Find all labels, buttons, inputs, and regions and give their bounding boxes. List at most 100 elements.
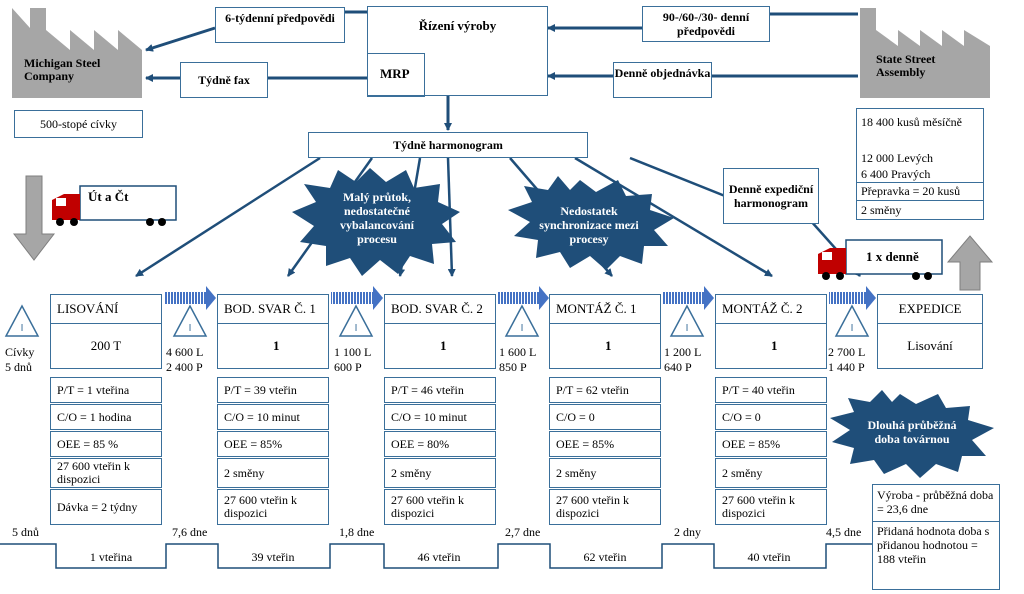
kaizen-burst-3 <box>830 390 994 478</box>
process-data-cell: 27 600 vteřin k dispozici <box>50 458 162 488</box>
process-data-cell: OEE = 85 % <box>50 431 162 457</box>
customer-data-line: 18 400 kusů měsíčně <box>861 115 962 129</box>
inventory-quantity: 1 440 P <box>828 360 865 374</box>
daily-ship-box: Denně expediční harmonogram <box>723 168 819 224</box>
customer-data-box: 18 400 kusů měsíčně 12 000 Levých 6 400 … <box>856 108 984 220</box>
supplier-name: Michigan Steel Company <box>24 56 101 83</box>
process-data-cell: P/T = 39 vteřin <box>217 377 329 403</box>
process-title: BOD. SVAR Č. 2 <box>384 294 496 324</box>
process-data-cell: P/T = 40 vteřin <box>715 377 827 403</box>
process-data-cell: 2 směny <box>217 458 329 488</box>
svg-text:I: I <box>189 323 192 334</box>
production-control-title: Řízení výroby <box>418 18 497 33</box>
inbound-arrow-icon <box>12 175 56 261</box>
process-data-cell: 27 600 vteřin k dispozici <box>217 489 329 525</box>
process-data-cell: C/O = 0 <box>549 404 661 430</box>
forecast-customer-box: 90-/60-/30- denní předpovědi <box>642 6 770 42</box>
inventory-triangle-icon: I <box>172 304 208 337</box>
fax-supplier-box: Týdně fax <box>180 62 268 98</box>
push-arrow-icon <box>497 286 549 310</box>
inventory-triangle-icon: I <box>834 304 870 337</box>
inventory-quantity: 2 700 L <box>828 345 866 359</box>
mrp-label: MRP <box>380 66 410 81</box>
svg-text:I: I <box>521 323 524 334</box>
process-data-cell: OEE = 85% <box>217 431 329 457</box>
inventory-quantity: 2 400 P <box>166 360 203 374</box>
inventory-quantity: 640 P <box>664 360 692 374</box>
svg-text:I: I <box>851 323 854 334</box>
inbound-truck-icon <box>52 185 177 226</box>
timeline-days: 2 dny <box>674 525 701 539</box>
inventory-triangle-icon: I <box>669 304 705 337</box>
inventory-quantity: 1 100 L <box>334 345 372 359</box>
process-data-cell: P/T = 46 vteřin <box>384 377 496 403</box>
svg-text:I: I <box>21 323 24 334</box>
shipping-title: EXPEDICE <box>877 294 983 324</box>
timeline-ladder <box>0 543 872 569</box>
process-data-cell: 27 600 vteřin k dispozici <box>384 489 496 525</box>
process-data-cell: Dávka = 2 týdny <box>50 489 162 525</box>
weekly-schedule-box: Týdně harmonogram <box>308 132 588 158</box>
process-data-cell: P/T = 1 vteřina <box>50 377 162 403</box>
kaizen-burst-2 <box>508 176 674 270</box>
process-data-cell: OEE = 85% <box>549 431 661 457</box>
process-data-cell: OEE = 80% <box>384 431 496 457</box>
supplier-note: 500-stopé cívky <box>14 110 143 138</box>
process-title: MONTÁŽ Č. 1 <box>549 294 661 324</box>
customer-data-line: 2 směny <box>861 203 902 217</box>
process-data-cell: C/O = 10 minut <box>217 404 329 430</box>
process-title: MONTÁŽ Č. 2 <box>715 294 827 324</box>
process-data-cell: OEE = 85% <box>715 431 827 457</box>
process-data-cell: 27 600 vteřin k dispozici <box>549 489 661 525</box>
process-data-cell: 2 směny <box>384 458 496 488</box>
inventory-quantity: 4 600 L <box>166 345 204 359</box>
process-data-cell: C/O = 0 <box>715 404 827 430</box>
push-arrow-icon <box>829 286 876 310</box>
process-value: 1 <box>549 323 661 369</box>
timeline-process-time: 62 vteřin <box>583 550 627 564</box>
timeline-days: 4,5 dne <box>826 525 862 539</box>
process-value: 1 <box>384 323 496 369</box>
production-control-box: Řízení výroby MRP <box>367 6 548 97</box>
customer-factory-icon <box>860 8 990 98</box>
inventory-triangle-icon: I <box>338 304 374 337</box>
timeline-process-time: 40 vteřin <box>747 550 791 564</box>
burst-text-3: Dlouhá průběžná doba továrnou <box>867 418 957 446</box>
burst-text-1: Malý průtok, nedostatečné vybalancování … <box>339 190 414 246</box>
customer-data-line: Přepravka = 20 kusů <box>861 184 961 198</box>
shipping-value: Lisování <box>877 323 983 369</box>
daily-order-box: Denně objednávka <box>613 62 712 98</box>
inventory-quantity: 1 600 L <box>499 345 537 359</box>
outbound-truck-label: 1 x denně <box>866 249 919 264</box>
process-value: 200 T <box>50 323 162 369</box>
process-value: 1 <box>217 323 329 369</box>
process-title: LISOVÁNÍ <box>50 294 162 324</box>
push-arrow-icon <box>164 286 216 310</box>
outbound-truck-icon <box>818 239 943 280</box>
timeline-process-time: 46 vteřin <box>417 550 461 564</box>
summary-production-lead: Výroba - průběžná doba = 23,6 dne <box>877 488 994 516</box>
process-value: 1 <box>715 323 827 369</box>
outbound-arrow-icon <box>946 235 994 291</box>
timeline-days: 1,8 dne <box>339 525 375 539</box>
customer-data-line: 12 000 Levých <box>861 151 933 165</box>
push-arrow-icon <box>663 286 714 310</box>
process-data-cell: C/O = 1 hodina <box>50 404 162 430</box>
process-data-cell: 27 600 vteřin k dispozici <box>715 489 827 525</box>
customer-data-line: 6 400 Pravých <box>861 167 931 181</box>
process-data-cell: 2 směny <box>715 458 827 488</box>
timeline-days: 7,6 dne <box>172 525 208 539</box>
timeline-days: 5 dnů <box>12 525 39 539</box>
process-data-cell: 2 směny <box>549 458 661 488</box>
inventory-quantity: Cívky <box>5 345 35 359</box>
svg-text:I: I <box>355 323 358 334</box>
timeline-process-time: 1 vteřina <box>89 550 133 564</box>
push-arrow-icon <box>331 286 383 310</box>
process-title: BOD. SVAR Č. 1 <box>217 294 329 324</box>
process-data-cell: C/O = 10 minut <box>384 404 496 430</box>
kaizen-burst-1 <box>292 168 460 276</box>
customer-name: State Street Assembly <box>876 52 936 79</box>
supplier-factory-icon <box>12 8 142 98</box>
inventory-quantity: 600 P <box>334 360 362 374</box>
